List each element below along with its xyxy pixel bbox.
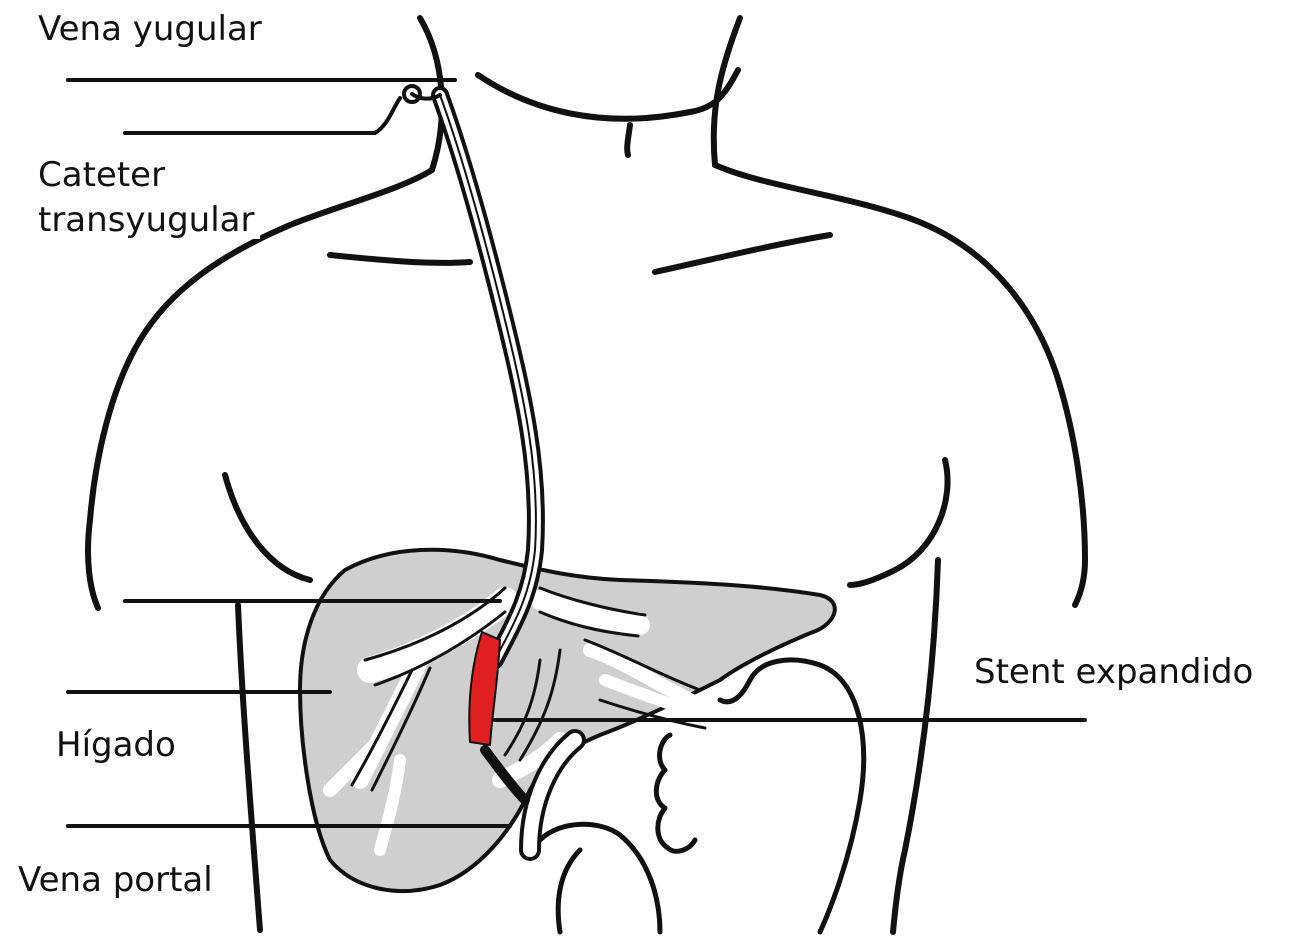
label-liver: Hígado <box>56 728 176 764</box>
intestine-curve-left <box>558 850 580 932</box>
label-stent: Stent expandido <box>974 655 1253 691</box>
right-flank-line <box>893 560 938 932</box>
right-clavicle <box>655 235 830 272</box>
right-shoulder-arm-line <box>715 165 1085 605</box>
label-portal-vein: Vena portal <box>18 863 213 899</box>
leader-line-catheter <box>125 98 400 133</box>
jaw-line <box>478 70 738 119</box>
left-pectoral-line <box>225 475 310 580</box>
right-pectoral-line <box>850 460 948 585</box>
torso-outline <box>88 18 1085 932</box>
label-catheter-line2: transyugular <box>38 203 260 239</box>
left-clavicle <box>330 255 470 263</box>
stomach-top-line <box>720 680 750 702</box>
label-jugular-vein: Vena yugular <box>38 12 262 48</box>
stomach-outer-line <box>750 660 864 932</box>
neck-mark <box>627 125 630 155</box>
label-catheter-line1: Cateter <box>38 158 165 194</box>
left-flank-line <box>238 605 260 930</box>
duodenum-folds <box>656 735 695 851</box>
